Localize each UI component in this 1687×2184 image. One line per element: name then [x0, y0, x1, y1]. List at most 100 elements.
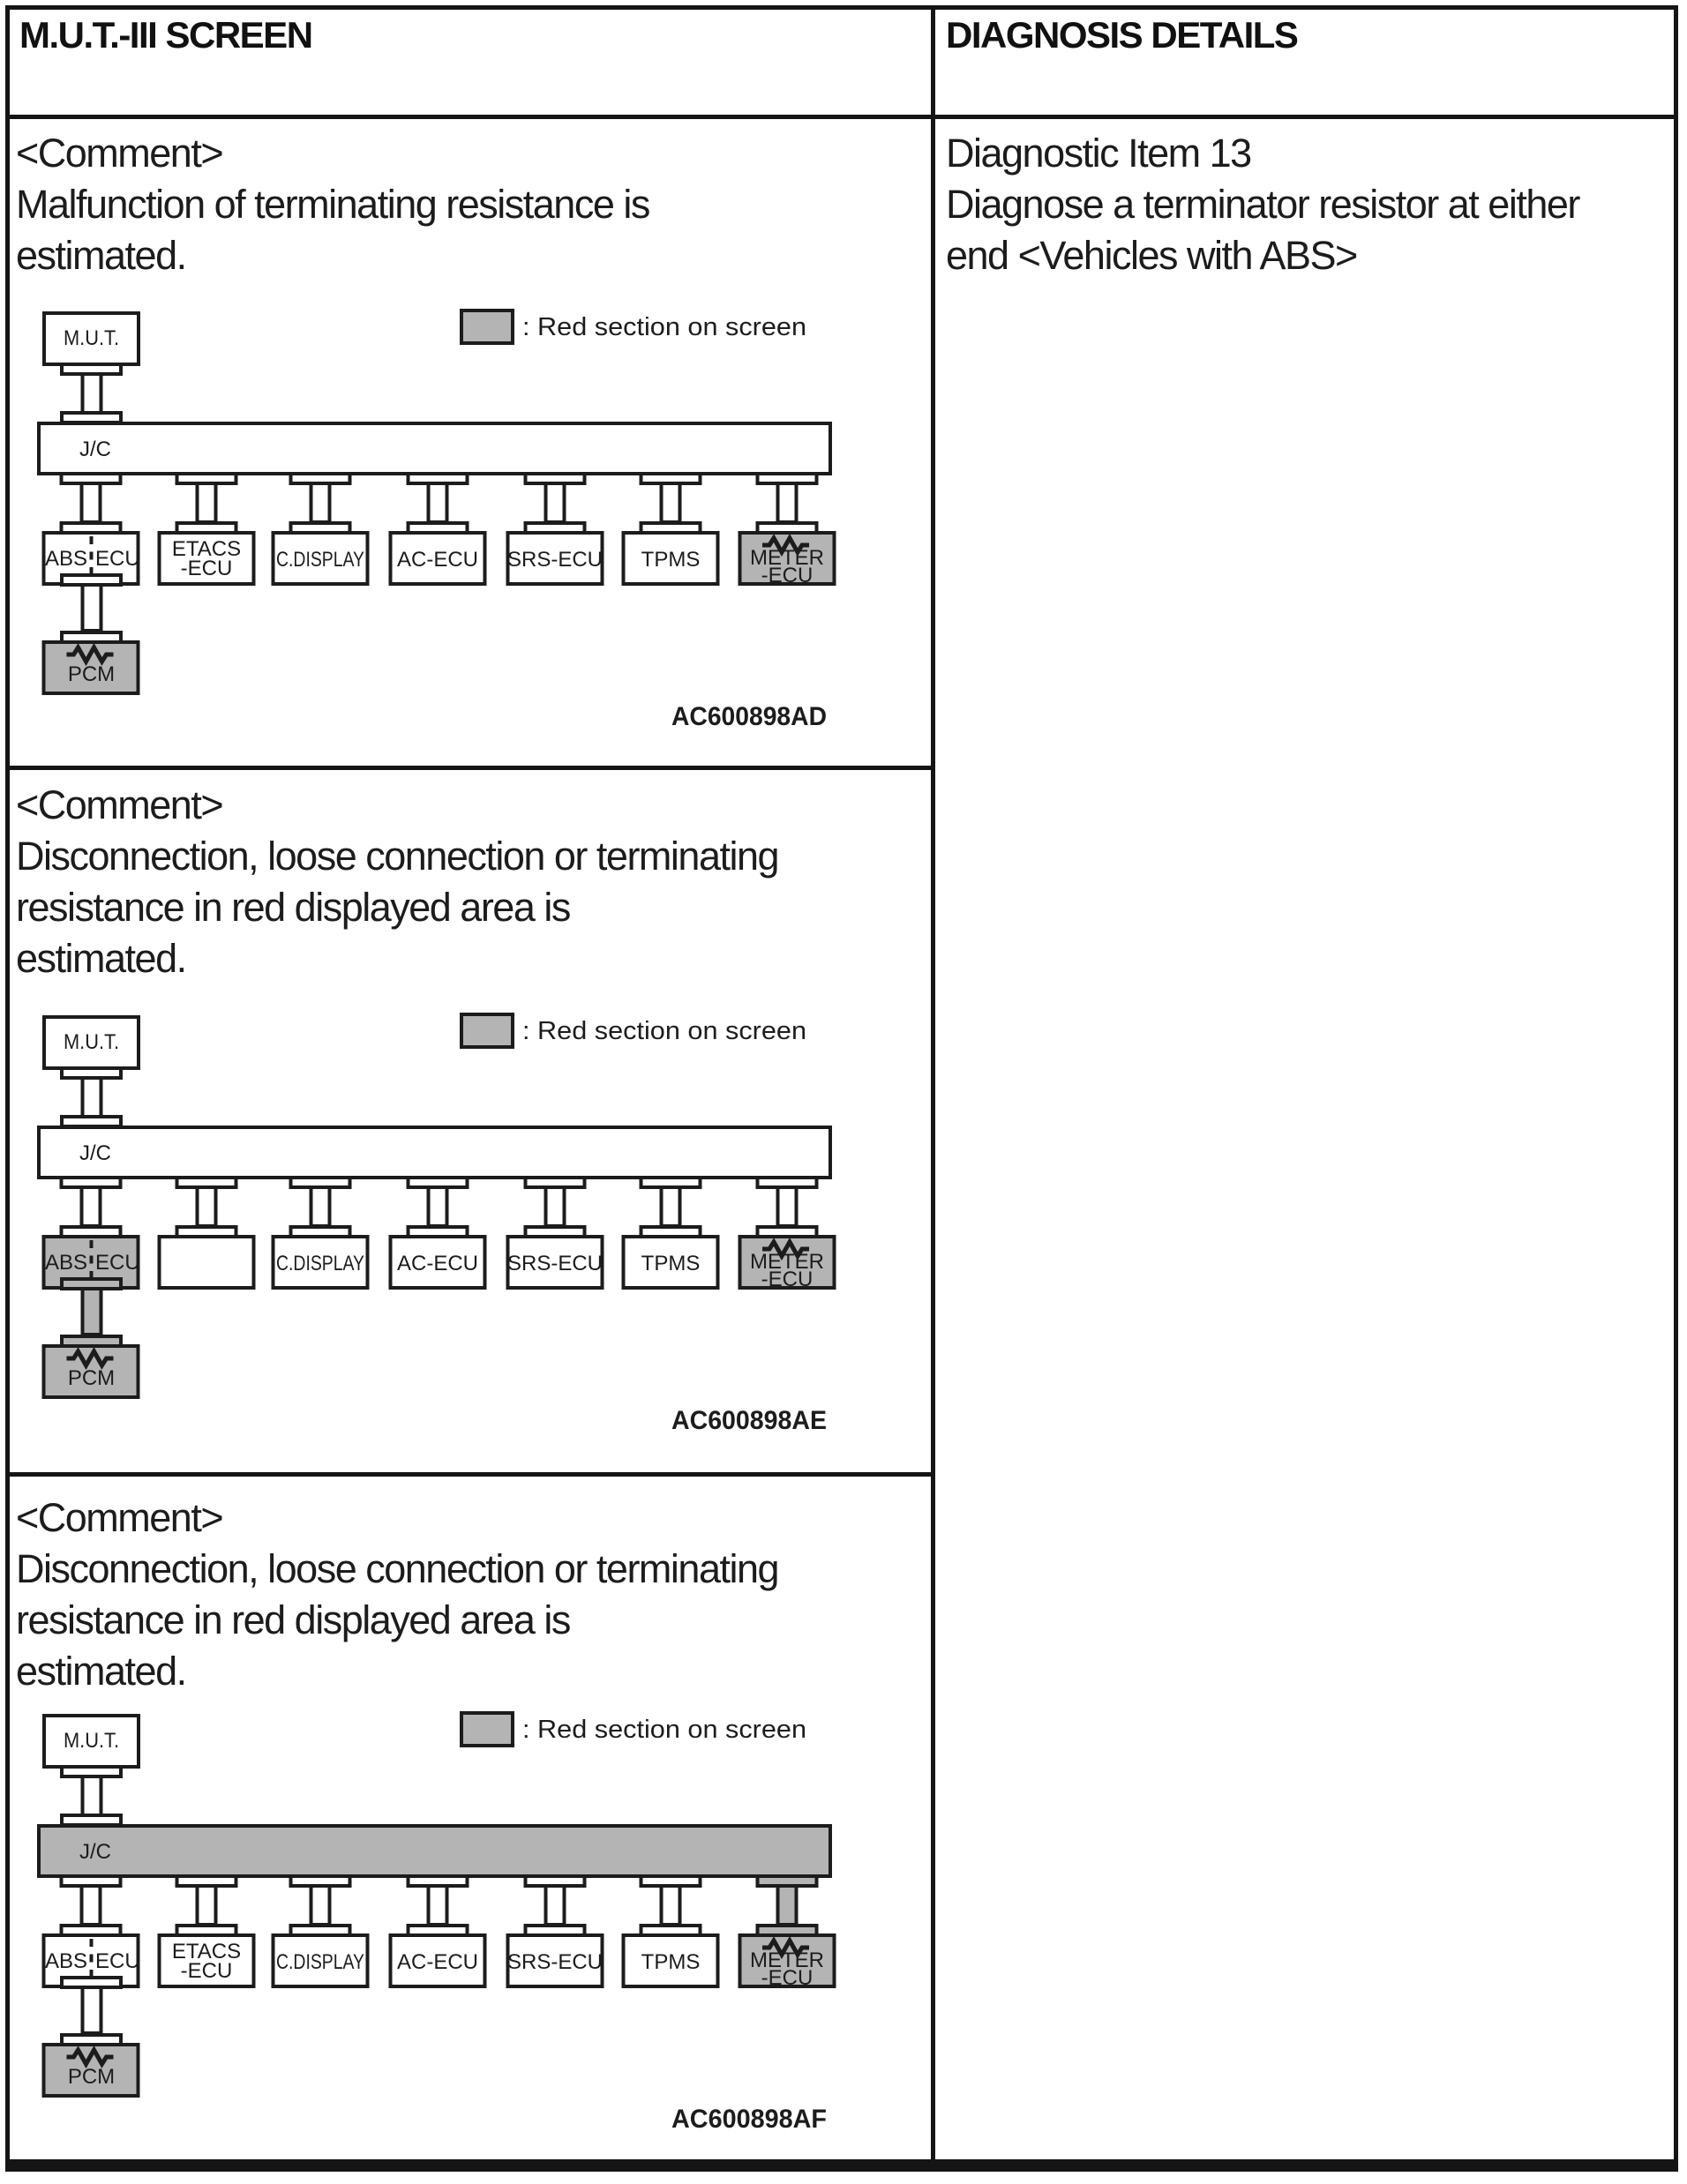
text-line: Malfunction of terminating resistance is: [16, 182, 650, 227]
legend-swatch: [460, 1013, 514, 1049]
figure-id: AC600898AE: [671, 1406, 827, 1435]
jc-label: J/C: [79, 1840, 111, 1864]
diagram-label: TPMS: [641, 1950, 701, 1974]
ecu-box: [506, 1933, 604, 1988]
connector-tab: [60, 1277, 123, 1290]
diagram-label: -ECU: [181, 557, 233, 580]
diagram-label: SRS-ECU: [507, 1252, 603, 1275]
connector-tab: [60, 573, 123, 587]
text-line: resistance in red displayed area is: [16, 1597, 571, 1642]
legend-label: : Red section on screen: [522, 1716, 806, 1744]
connector-tab: [755, 1176, 819, 1189]
connector-tab: [59, 472, 123, 485]
resistor-symbol: [762, 1237, 809, 1261]
row-divider-1: [5, 766, 935, 770]
table-border-top: [5, 5, 1678, 10]
table-border-right: [1674, 5, 1678, 2172]
ecu-box: [506, 531, 604, 586]
text-line: end <Vehicles with ABS>: [946, 233, 1358, 278]
connector-tab: [639, 1176, 702, 1189]
text-line: Disconnection, loose connection or termi…: [16, 834, 780, 879]
text-line: estimated.: [16, 1649, 187, 1694]
pcm-label: PCM: [68, 662, 115, 686]
diagram-label: ABS: [45, 547, 87, 571]
ecu-box: [506, 1235, 604, 1290]
text-line: estimated.: [16, 233, 187, 278]
ecu-box: [621, 1235, 720, 1290]
mut-connector: [80, 1074, 103, 1120]
pcm-connector: [80, 1986, 103, 2035]
connector-tab: [523, 1176, 587, 1189]
pcm-connector: [80, 1287, 103, 1336]
connector-tab: [175, 1176, 238, 1189]
diagram-label: METER: [750, 1948, 824, 1972]
pcm-box: [41, 640, 140, 695]
header-divider: [5, 115, 1678, 119]
comment-row-2: <Comment>Disconnection, loose connection…: [16, 780, 780, 984]
text-line: Diagnose a terminator resistor at either: [946, 182, 1580, 227]
figure-id: AC600898AF: [671, 2105, 827, 2134]
mut-label: M.U.T.: [64, 326, 119, 350]
diagram-label: ECU: [95, 1251, 140, 1275]
connector-tab: [60, 1115, 123, 1128]
mut-box: [42, 1015, 140, 1070]
connector-tab: [755, 472, 819, 485]
diagram-label: -ECU: [761, 1268, 814, 1291]
diagram-label: -ECU: [761, 1966, 814, 1990]
connector-tab: [60, 1814, 123, 1827]
connector-tab: [406, 472, 469, 485]
ecu-box: [388, 531, 487, 586]
connector-tab: [639, 1874, 702, 1888]
diagram-label: -ECU: [761, 564, 814, 587]
ecu-box: [621, 531, 720, 586]
connector-tab: [523, 472, 587, 485]
connector-tab: [60, 411, 123, 424]
ecu-box: [157, 531, 256, 586]
mut-label: M.U.T.: [64, 1030, 119, 1054]
connector-tab: [289, 472, 352, 485]
comment-row-1: <Comment> Malfunction of terminating resi…: [16, 128, 650, 281]
connector-tab: [406, 1874, 469, 1888]
text-line: <Comment>: [16, 131, 224, 176]
resistor-symbol: [762, 1935, 809, 1960]
ecu-box: [388, 1235, 487, 1290]
connector-tab: [523, 1874, 587, 1888]
diagram-label: AC-ECU: [397, 1950, 478, 1974]
connector-tab: [639, 472, 702, 485]
mut-box: [42, 1714, 140, 1769]
text-line: <Comment>: [16, 1495, 224, 1540]
connector-tab: [755, 1874, 819, 1888]
table-border-left: [5, 5, 10, 2172]
diagram-label: -ECU: [181, 1959, 233, 1983]
diagram-label: ABS: [45, 1251, 87, 1275]
resistor-symbol: [66, 1346, 114, 1371]
legend-swatch: [460, 1711, 514, 1747]
column-header-diagnosis-details: DIAGNOSIS DETAILS: [946, 14, 1299, 56]
jc-label: J/C: [79, 438, 111, 461]
comment-row-3: <Comment>Disconnection, loose connection…: [16, 1492, 780, 1697]
column-header-mut-screen: M.U.T.-III SCREEN: [19, 14, 313, 56]
diagnosis-details-text: Diagnostic Item 13 Diagnose a terminator …: [946, 128, 1580, 281]
mut-label: M.U.T.: [64, 1729, 119, 1753]
diagram-label: ETACS: [172, 537, 241, 561]
mut-connector: [80, 370, 103, 416]
diagram-label: C.DISPLAY: [276, 1950, 364, 1974]
text-line: Diagnostic Item 13: [946, 131, 1252, 176]
diagram-label: SRS-ECU: [507, 548, 603, 572]
diagram-label: SRS-ECU: [507, 1950, 603, 1974]
connector-tab: [175, 472, 238, 485]
ecu-box: [271, 1933, 370, 1988]
resistor-symbol: [66, 642, 114, 667]
diagram-label: C.DISPLAY: [276, 548, 364, 572]
ecu-box: [157, 1235, 256, 1290]
diagram-label: TPMS: [641, 1252, 701, 1275]
diagram-label: AC-ECU: [397, 1252, 478, 1275]
connector-tab: [59, 1176, 123, 1189]
connector-tab: [289, 1176, 352, 1189]
pcm-label: PCM: [68, 2065, 115, 2089]
connector-tab: [289, 1874, 352, 1888]
